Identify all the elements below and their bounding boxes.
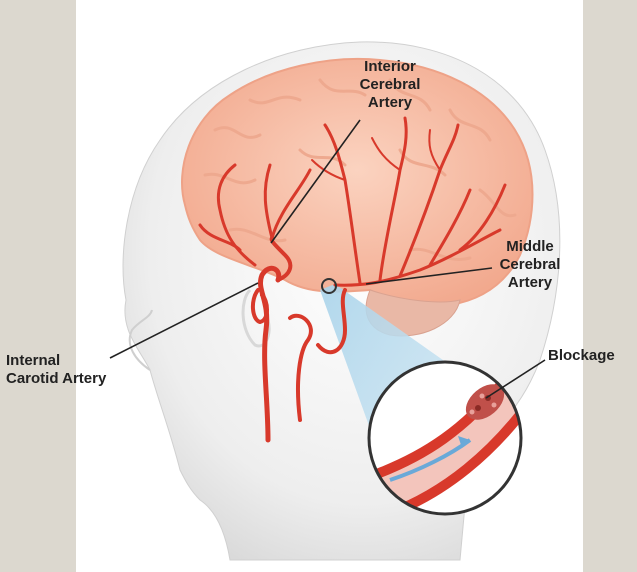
anterior-label-line2: Cerebral <box>340 76 440 94</box>
internal-label-line1: Internal <box>6 352 156 370</box>
internal-carotid-artery-label: Internal Carotid Artery <box>6 352 156 388</box>
anterior-cerebral-artery-label: Interior Cerebral Artery <box>340 58 440 112</box>
middle-label-line1: Middle <box>480 238 580 256</box>
blockage-label-line1: Blockage <box>548 347 636 365</box>
blockage-label: Blockage <box>548 347 636 365</box>
middle-label-line2: Cerebral <box>480 256 580 274</box>
internal-label-line2: Carotid Artery <box>6 370 156 388</box>
anterior-label-line3: Artery <box>340 94 440 112</box>
anterior-label-line1: Interior <box>340 58 440 76</box>
middle-label-line3: Artery <box>480 274 580 292</box>
middle-cerebral-artery-label: Middle Cerebral Artery <box>480 238 580 292</box>
